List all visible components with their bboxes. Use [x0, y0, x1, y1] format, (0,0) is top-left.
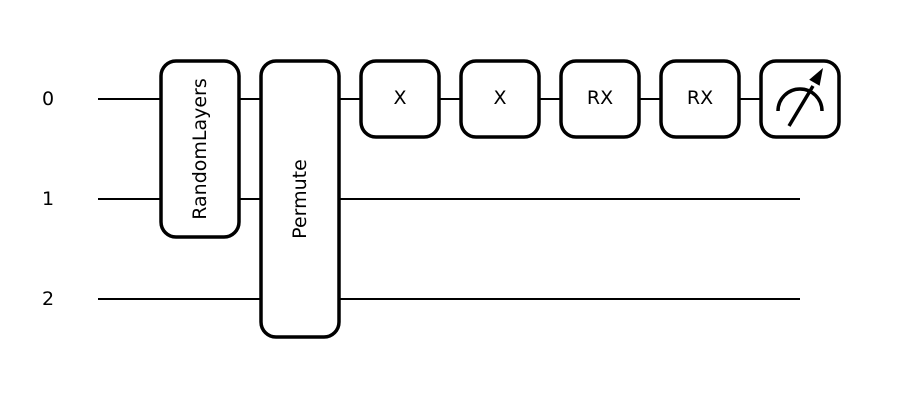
gate-x-2: X — [459, 59, 541, 139]
wire-0-label: 0 — [42, 88, 54, 110]
gate-x-1-label: X — [393, 87, 406, 109]
measurement-box — [759, 59, 841, 139]
gate-permute-box — [259, 59, 341, 339]
measurement — [759, 59, 841, 139]
gate-x-1-box — [359, 59, 441, 139]
gate-x-2-box — [459, 59, 541, 139]
gate-rx-1-label: RX — [587, 87, 613, 109]
gauge-arc — [776, 87, 824, 112]
gate-rx-2-box — [659, 59, 741, 139]
gate-permute: Permute — [259, 59, 341, 339]
wire-1-label: 1 — [42, 188, 54, 210]
gate-permute-label: Permute — [289, 159, 311, 239]
measurement-gauge-icon — [776, 68, 824, 127]
gate-randomlayers-box — [159, 59, 241, 239]
wire-2-label: 2 — [42, 288, 54, 310]
gauge-needle-arrowhead — [809, 68, 823, 86]
gate-x-1: X — [359, 59, 441, 139]
gate-rx-2-label: RX — [687, 87, 713, 109]
gate-rx-1: RX — [559, 59, 641, 139]
gate-rx-1-box — [559, 59, 641, 139]
gauge-needle — [787, 85, 815, 127]
gate-rx-2: RX — [659, 59, 741, 139]
gate-randomlayers-label: RandomLayers — [189, 78, 211, 220]
gate-randomlayers: RandomLayers — [159, 59, 241, 239]
gate-x-2-label: X — [493, 87, 506, 109]
